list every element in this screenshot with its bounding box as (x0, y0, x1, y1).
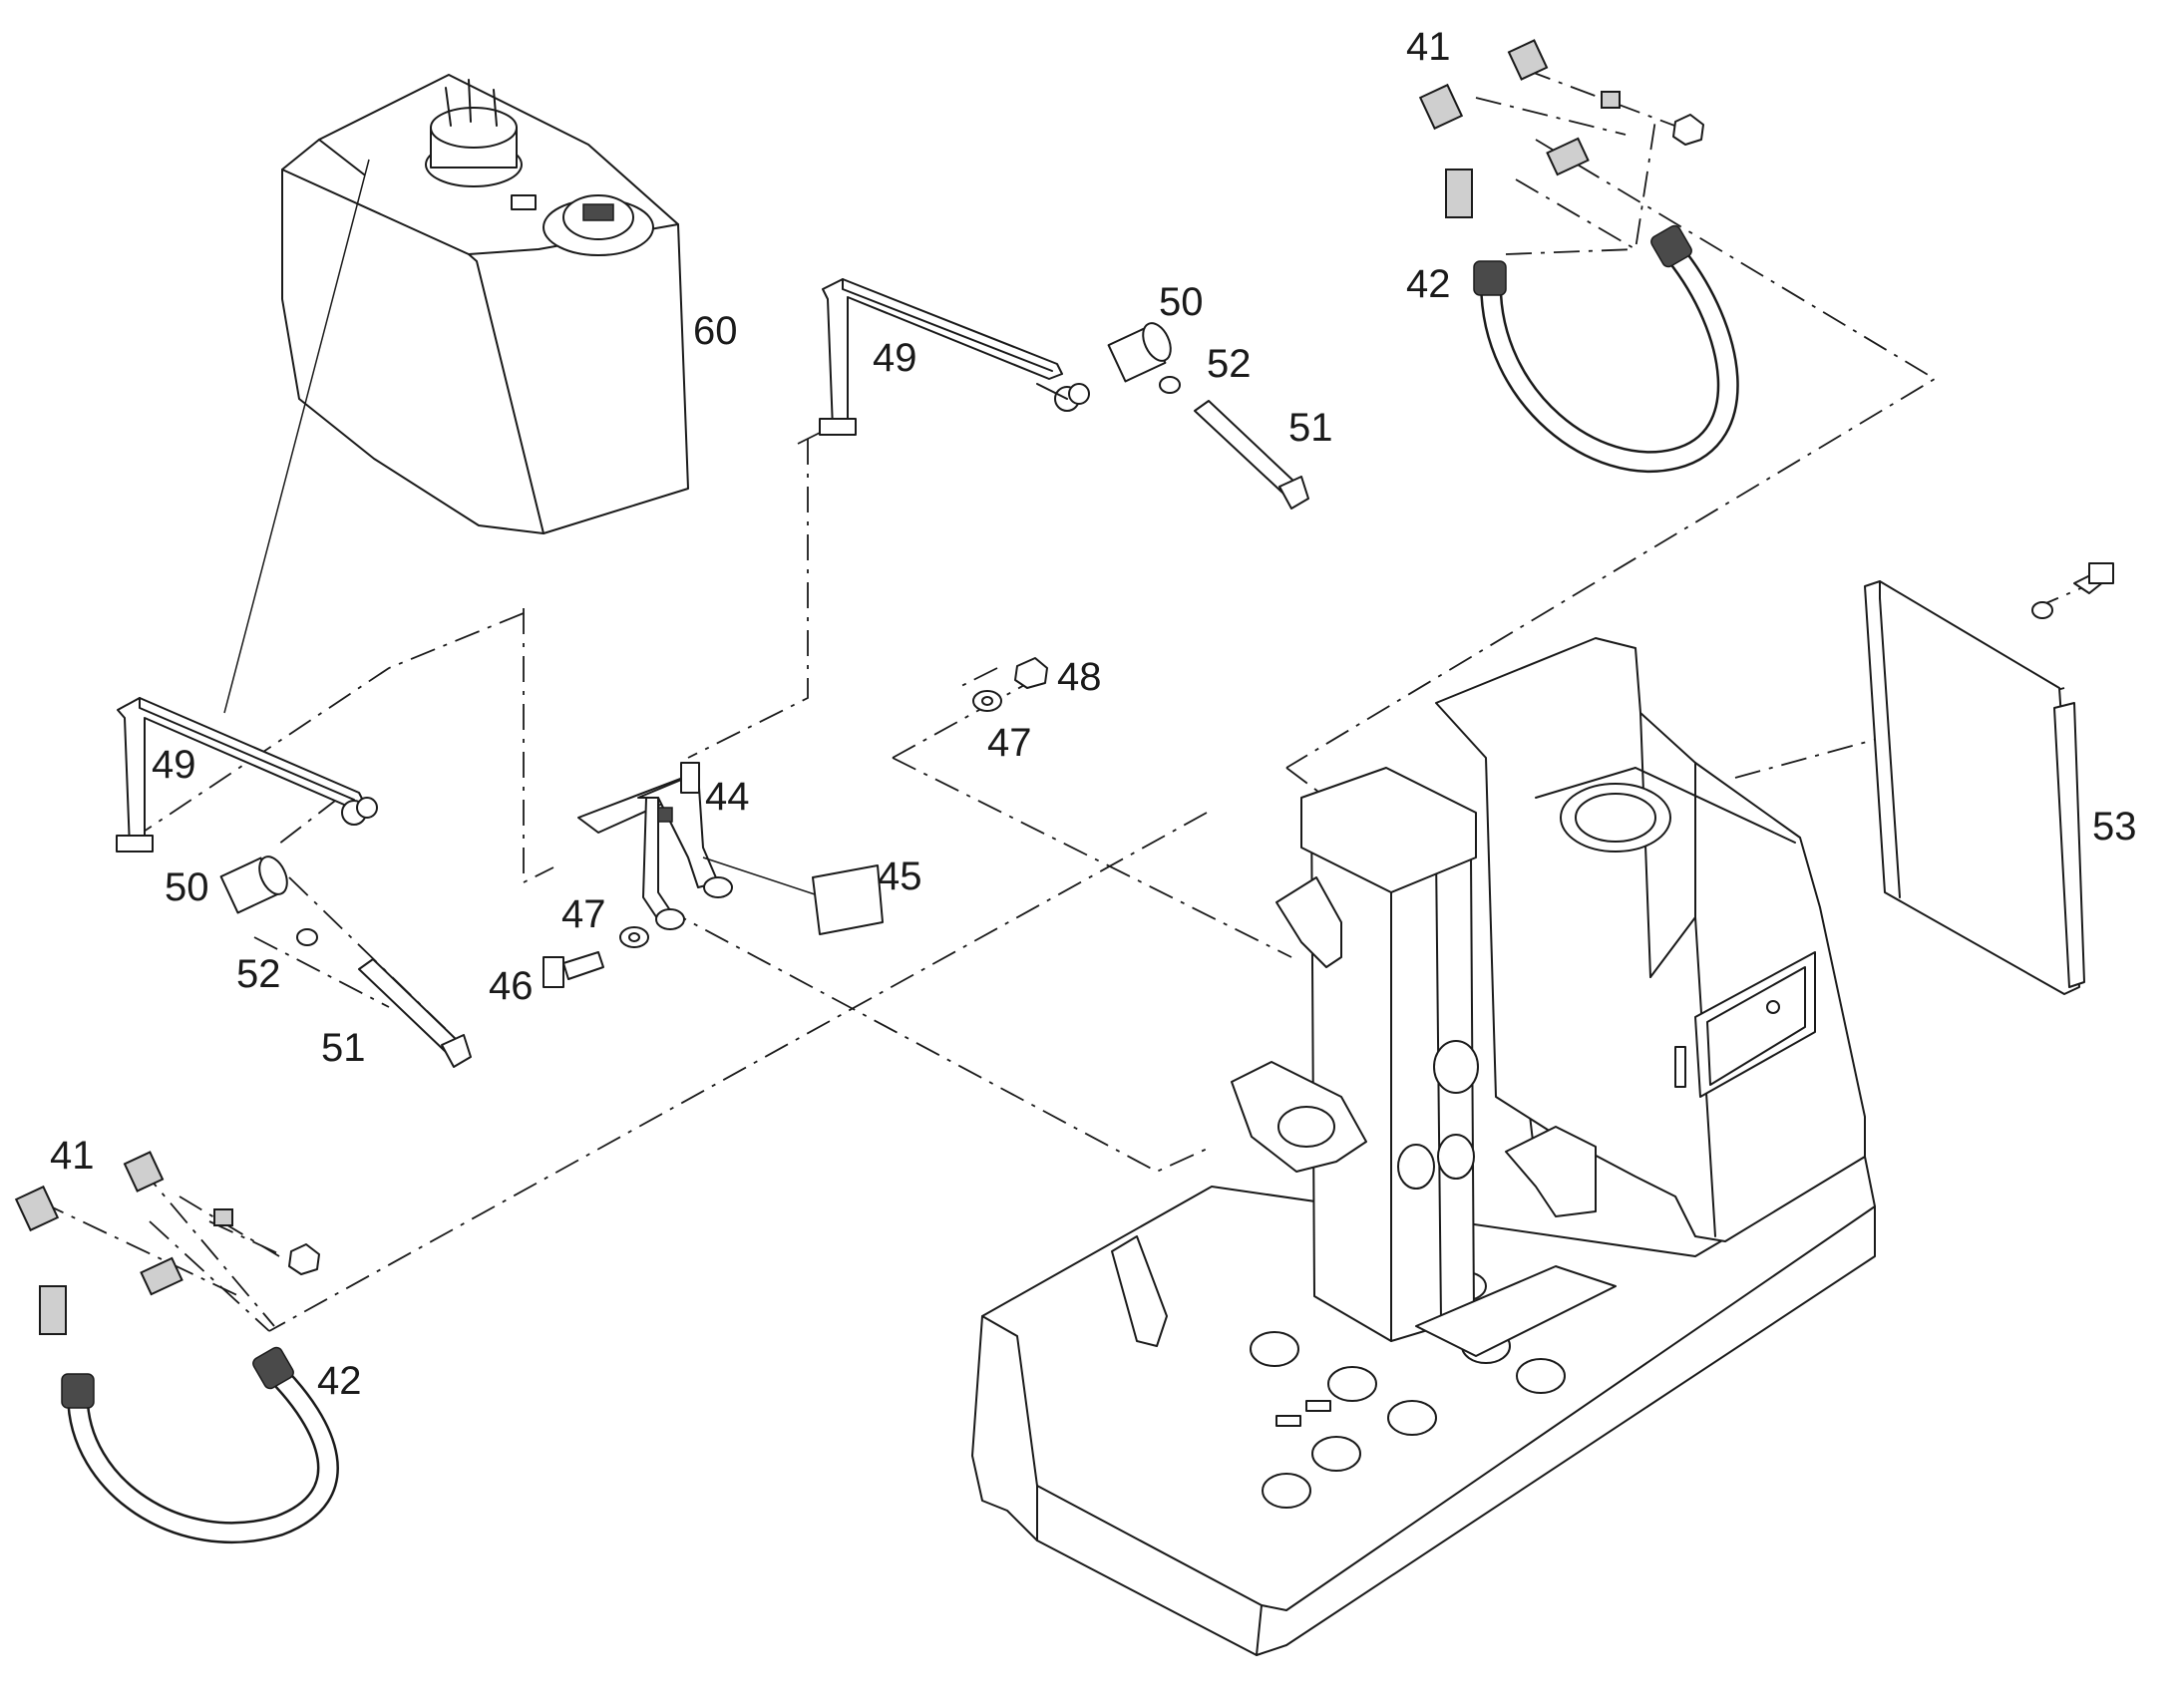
callout-50-upper: 50 (1159, 280, 1204, 324)
callout-48: 48 (1057, 655, 1102, 699)
callout-52-lower: 52 (236, 952, 281, 996)
callout-49-upper: 49 (873, 336, 917, 380)
hose-assembly-lower (14, 1151, 339, 1544)
callout-51-lower: 51 (321, 1026, 366, 1070)
callout-60: 60 (693, 309, 738, 353)
callout-45: 45 (878, 854, 922, 898)
mount-bracket (577, 762, 733, 930)
callout-47-lower: 47 (561, 892, 606, 936)
callout-41-lower: 41 (50, 1134, 95, 1178)
leader-45 (702, 856, 819, 896)
callout-51-upper: 51 (1288, 406, 1333, 450)
callout-44: 44 (705, 775, 750, 819)
callout-47-upper: 47 (987, 721, 1032, 765)
assembly-lines (39, 69, 2105, 1332)
fuel-tank (281, 74, 689, 534)
bolt-and-washer-46-47 (543, 926, 649, 988)
hardware-upper (1107, 322, 1309, 510)
decal-45 (812, 864, 884, 935)
callout-49-lower: 49 (152, 743, 196, 787)
leader-60 (223, 159, 370, 714)
callout-42-lower: 42 (317, 1359, 362, 1403)
hose-assembly-upper (1418, 39, 1739, 474)
callouts: 41 42 60 50 52 49 51 48 47 49 44 45 50 4… (50, 25, 2137, 1403)
callout-53: 53 (2092, 805, 2137, 849)
callout-41-upper: 41 (1406, 25, 1451, 69)
nut-and-washer-47-48 (972, 657, 1048, 712)
tank-strap-upper (819, 278, 1090, 436)
cover-plate (1864, 562, 2114, 995)
callout-46: 46 (489, 964, 534, 1008)
hardware-lower (219, 855, 472, 1068)
callout-52-upper: 52 (1207, 342, 1252, 386)
machine-frame (971, 637, 1876, 1656)
tank-strap-lower (116, 697, 378, 853)
callout-42-upper: 42 (1406, 262, 1451, 306)
callout-50-lower: 50 (165, 865, 209, 909)
